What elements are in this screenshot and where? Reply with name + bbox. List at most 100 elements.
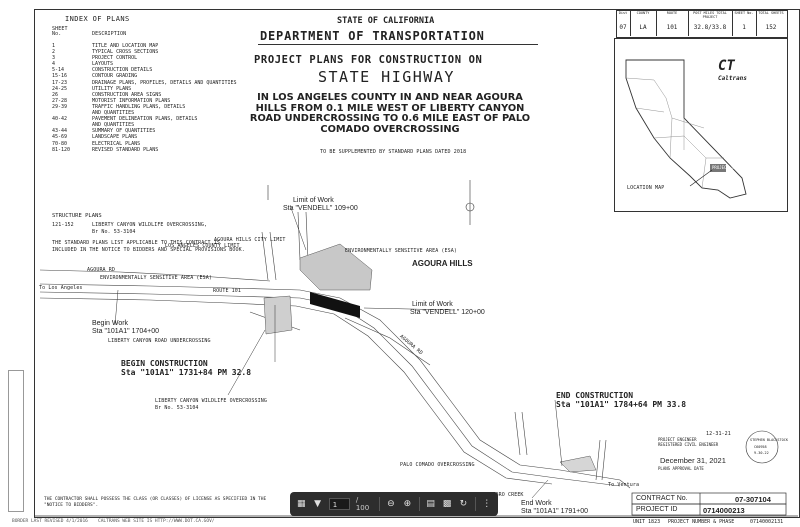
rotate-icon[interactable]: ↻	[459, 498, 468, 509]
to-ventura-label: To Ventura	[608, 482, 640, 488]
sig-date: December 31, 2021	[660, 456, 726, 465]
limit-work-east-label: Limit of Work	[412, 301, 453, 308]
save-icon[interactable]: ▩	[442, 498, 452, 509]
index-col-sheet: SHEET	[52, 26, 68, 32]
page-total: / 100	[355, 496, 370, 512]
begin-construction-sta: Sta "101A1" 1731+84 PM 32.8	[121, 368, 252, 377]
document-icon[interactable]: ▤	[426, 498, 435, 509]
header-col-label: TOTAL SHEETS	[758, 11, 784, 15]
contractor-note: THE CONTRACTOR SHALL POSSESS THE CLASS (…	[44, 497, 267, 508]
toolbar-divider	[474, 497, 476, 511]
index-desc: AND QUANTITIES	[92, 110, 135, 117]
index-sheet-no: 43-44	[52, 128, 68, 135]
state-title: STATE OF CALIFORNIA	[337, 16, 435, 26]
index-sheet-no: 81-120	[52, 146, 71, 153]
sig-engineer-1: PROJECT ENGINEER	[658, 437, 697, 442]
note-line2: INCLUDED IN THE NOTICE TO BIDDERS AND SP…	[52, 247, 245, 253]
index-desc: TRAFFIC HANDLING PLANS, DETAILS	[92, 103, 186, 110]
esa-left-label: ENVIRONMENTALLY SENSITIVE AREA (ESA)	[100, 275, 212, 281]
footer-border-rev: BORDER LAST REVISED 4/1/2016	[12, 519, 88, 524]
index-sheet-no: 17-23	[52, 79, 68, 86]
header-col-value: 32.8/33.8	[693, 24, 727, 31]
liberty-br-label: Br No. 53-3104	[155, 405, 199, 411]
highway-title: STATE HIGHWAY	[318, 68, 455, 86]
header-col-value: LA	[639, 24, 647, 31]
index-sheet-no: 4	[52, 61, 56, 68]
index-sheet-no: 27-28	[52, 97, 68, 104]
sig-date-top: 12-31-21	[706, 431, 731, 437]
grid-icon[interactable]: ▦	[296, 498, 306, 509]
index-row: AND QUANTITIES	[52, 122, 237, 128]
header-col-divider	[732, 10, 733, 36]
to-la-label: To Los Angeles	[39, 285, 83, 291]
header-col-value: 101	[666, 24, 678, 31]
agoura-city-limit-label: AGOURA HILLS CITY LIMIT	[214, 237, 286, 243]
header-table	[616, 10, 788, 38]
stamp-name: STEPHEN BLACKSTOCK	[750, 438, 788, 442]
toolbar-divider	[378, 497, 380, 511]
end-work-label: End Work	[521, 500, 552, 507]
index-sheet-no: 1	[52, 43, 56, 49]
index-row: 45-69 LANDSCAPE PLANS	[52, 134, 237, 140]
zoom-in-icon[interactable]: ⊕	[403, 498, 412, 509]
limit-work-west-sta: Sta "VENDELL" 109+00	[283, 205, 358, 212]
structure-title: STRUCTURE PLANS	[52, 213, 102, 219]
header-col-label: POST MILES TOTAL PROJECT	[693, 11, 727, 19]
index-desc: AND QUANTITIES	[92, 122, 135, 129]
structure-desc: LIBERTY CANYON WILDLIFE OVERCROSSING,	[92, 222, 208, 228]
index-desc: CONSTRUCTION DETAILS	[92, 67, 153, 74]
stamp-exp: 9-30-22	[754, 451, 769, 455]
index-sheet-no: 45-69	[52, 134, 68, 141]
index-desc: LANDSCAPE PLANS	[92, 134, 138, 141]
more-icon[interactable]: ⋮	[482, 498, 492, 509]
index-sheet-no: 5-14	[52, 67, 65, 74]
liberty-uc-label: LIBERTY CANYON ROAD UNDERCROSSING	[108, 338, 211, 344]
header-col-label: COUNTY	[636, 11, 650, 15]
index-desc: PAVEMENT DELINEATION PLANS, DETAILS	[92, 116, 198, 123]
index-row: AND QUANTITIES	[52, 110, 237, 116]
project-site-label: PROJECT SITE	[712, 165, 741, 170]
footer-project-phase: PROJECT NUMBER & PHASE	[668, 519, 735, 525]
sig-engineer-2: REGISTERED CIVIL ENGINEER	[658, 442, 719, 447]
index-desc: TYPICAL CROSS SECTIONS	[92, 49, 159, 56]
index-desc: REVISED STANDARD PLANS	[92, 146, 159, 153]
palo-comado-label: PALO COMADO OVERCROSSING	[400, 462, 475, 468]
index-row: 17-23 DRAINAGE PLANS, PROFILES, DETAILS A…	[52, 80, 237, 86]
supplement-note: TO BE SUPPLEMENTED BY STANDARD PLANS DAT…	[320, 149, 467, 155]
sig-approval: PLANS APPROVAL DATE	[658, 466, 704, 471]
chesebro-creek-label: CHESEBRO CREEK	[480, 492, 524, 498]
header-col-label: Dist	[618, 11, 628, 15]
index-desc: DRAINAGE PLANS, PROFILES, DETAILS AND QU…	[92, 79, 237, 86]
route-101-label: ROUTE 101	[213, 288, 241, 294]
esa-north-label: ENVIRONMENTALLY SENSITIVE AREA (ESA)	[345, 248, 457, 254]
end-work-sta: Sta "101A1" 1791+00	[521, 508, 589, 515]
index-desc: UTILITY PLANS	[92, 85, 132, 92]
index-sheet-no: 15-16	[52, 73, 68, 80]
index-desc: MOTORIST INFORMATION PLANS	[92, 97, 171, 104]
index-desc: ELECTRICAL PLANS	[92, 140, 141, 147]
caltrans-logo: CT	[718, 58, 735, 74]
footer-project-no: 07140002131	[750, 519, 784, 525]
index-sheet-no: 70-80	[52, 140, 68, 147]
index-desc: TITLE AND LOCATION MAP	[92, 43, 159, 49]
download-icon[interactable]: ▼	[314, 498, 322, 509]
index-desc: CONSTRUCTION AREA SIGNS	[92, 91, 162, 98]
begin-work-sta: Sta "101A1" 1704+00	[92, 328, 160, 335]
page-number-input[interactable]: 1	[328, 498, 350, 510]
end-construction-label: END CONSTRUCTION	[556, 391, 634, 400]
index-row: 81-120 REVISED STANDARD PLANS	[52, 147, 237, 153]
header-col-value: 07	[619, 24, 627, 31]
caltrans-label: Caltrans	[718, 75, 747, 82]
index-row: 70-80 ELECTRICAL PLANS	[52, 141, 237, 147]
header-col-label: SHEET No.	[734, 11, 754, 15]
zoom-out-icon[interactable]: ⊖	[387, 498, 395, 509]
